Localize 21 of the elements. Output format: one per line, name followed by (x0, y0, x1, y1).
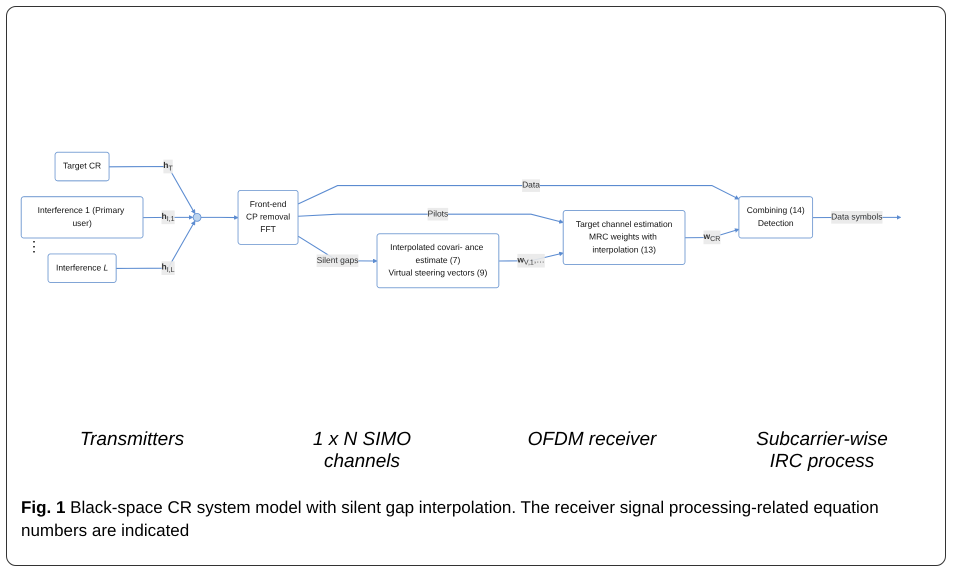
edge-label: h$_{I,L}$ (162, 262, 175, 274)
node-circle (192, 212, 202, 222)
edge-label: Data (522, 180, 540, 190)
ellipsis-mark: ⋮ (27, 239, 41, 253)
edge-label: w$_{V,1}$,… (517, 255, 545, 266)
edge-label: Silent gaps (316, 256, 359, 265)
edge-label: Data symbols (831, 212, 882, 222)
arrow (116, 220, 196, 269)
section-label: 1 x N SIMO channels (312, 429, 412, 473)
figure-caption: Fig. 1 Black-space CR system model with silent gap interpolation. The receiver signal processing-related equation numbers are indicated (21, 497, 880, 542)
arrow (109, 166, 196, 214)
arrow (201, 215, 239, 220)
section-label: Subcarrier-wise IRC process (755, 429, 889, 473)
section-label: Transmitters (78, 429, 186, 452)
edge-label: w$_{CR}$ (704, 232, 720, 243)
edge-label: h$_{T}$ (163, 161, 173, 172)
section-label: OFDM receiver (526, 429, 658, 452)
edge-label: Pilots (428, 209, 448, 218)
arrow (298, 214, 564, 224)
arrow (298, 185, 740, 204)
edge-label: h$_{I,1}$ (162, 212, 175, 223)
